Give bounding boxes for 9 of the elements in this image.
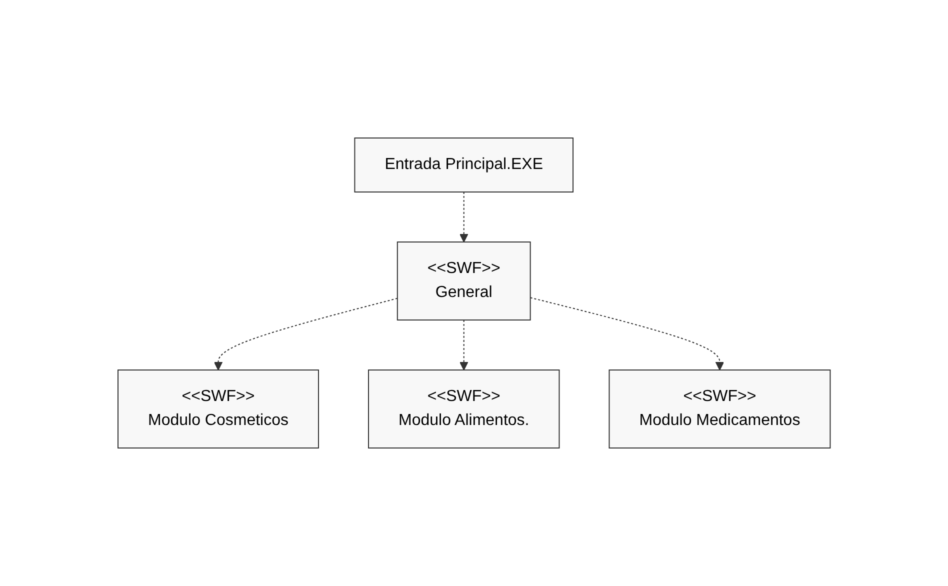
arrow: [459, 320, 468, 370]
node-box: <<SWF>> Modulo Medicamentos: [608, 370, 831, 448]
node-box: <<SWF>> Modulo Cosmeticos: [117, 370, 319, 448]
arrow: [214, 298, 398, 370]
arrow: [459, 192, 468, 242]
node-box: <<SWF>> Modulo Alimentos.: [368, 370, 560, 448]
node-box: <<SWF>> General: [396, 242, 531, 320]
arrow: [530, 297, 724, 370]
node-box: Entrada Principal.EXE: [354, 138, 574, 192]
